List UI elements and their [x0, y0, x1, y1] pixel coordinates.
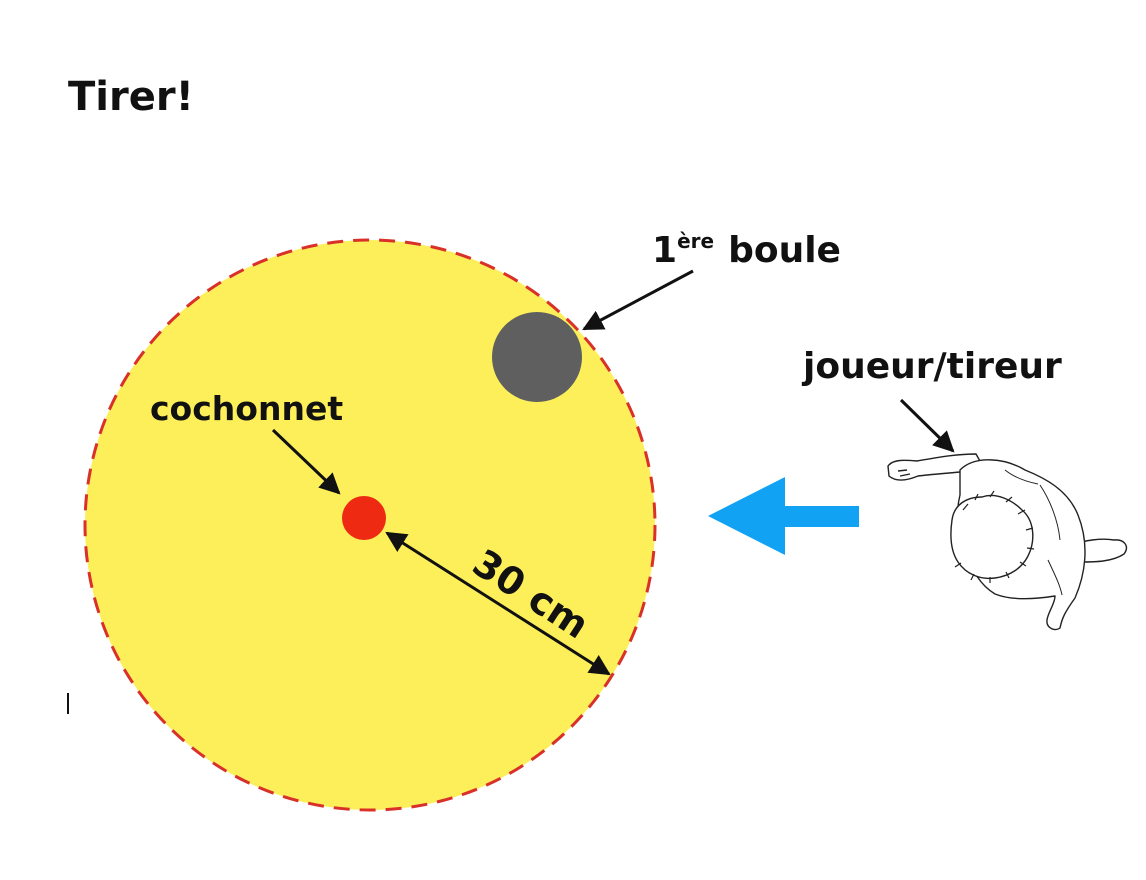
distance-arrow	[385, 531, 611, 676]
throw-direction-arrow	[708, 477, 859, 555]
jack-ball	[342, 496, 386, 540]
player-top-view-icon	[887, 453, 1128, 631]
jack-pointer-arrow	[271, 428, 341, 495]
first-ball-label-superscript: ère	[677, 229, 714, 253]
first-ball-pointer-arrow	[582, 269, 694, 331]
first-ball	[492, 312, 582, 402]
diagram-title: Tirer!	[68, 74, 194, 120]
first-ball-label-word: boule	[728, 230, 841, 271]
jack-label: cochonnet	[150, 389, 343, 428]
player-label: joueur/tireur	[801, 346, 1062, 387]
player-pointer-arrow	[899, 398, 955, 453]
first-ball-label: 1ère boule	[652, 229, 841, 271]
first-ball-label-ordinal: 1	[652, 230, 677, 271]
